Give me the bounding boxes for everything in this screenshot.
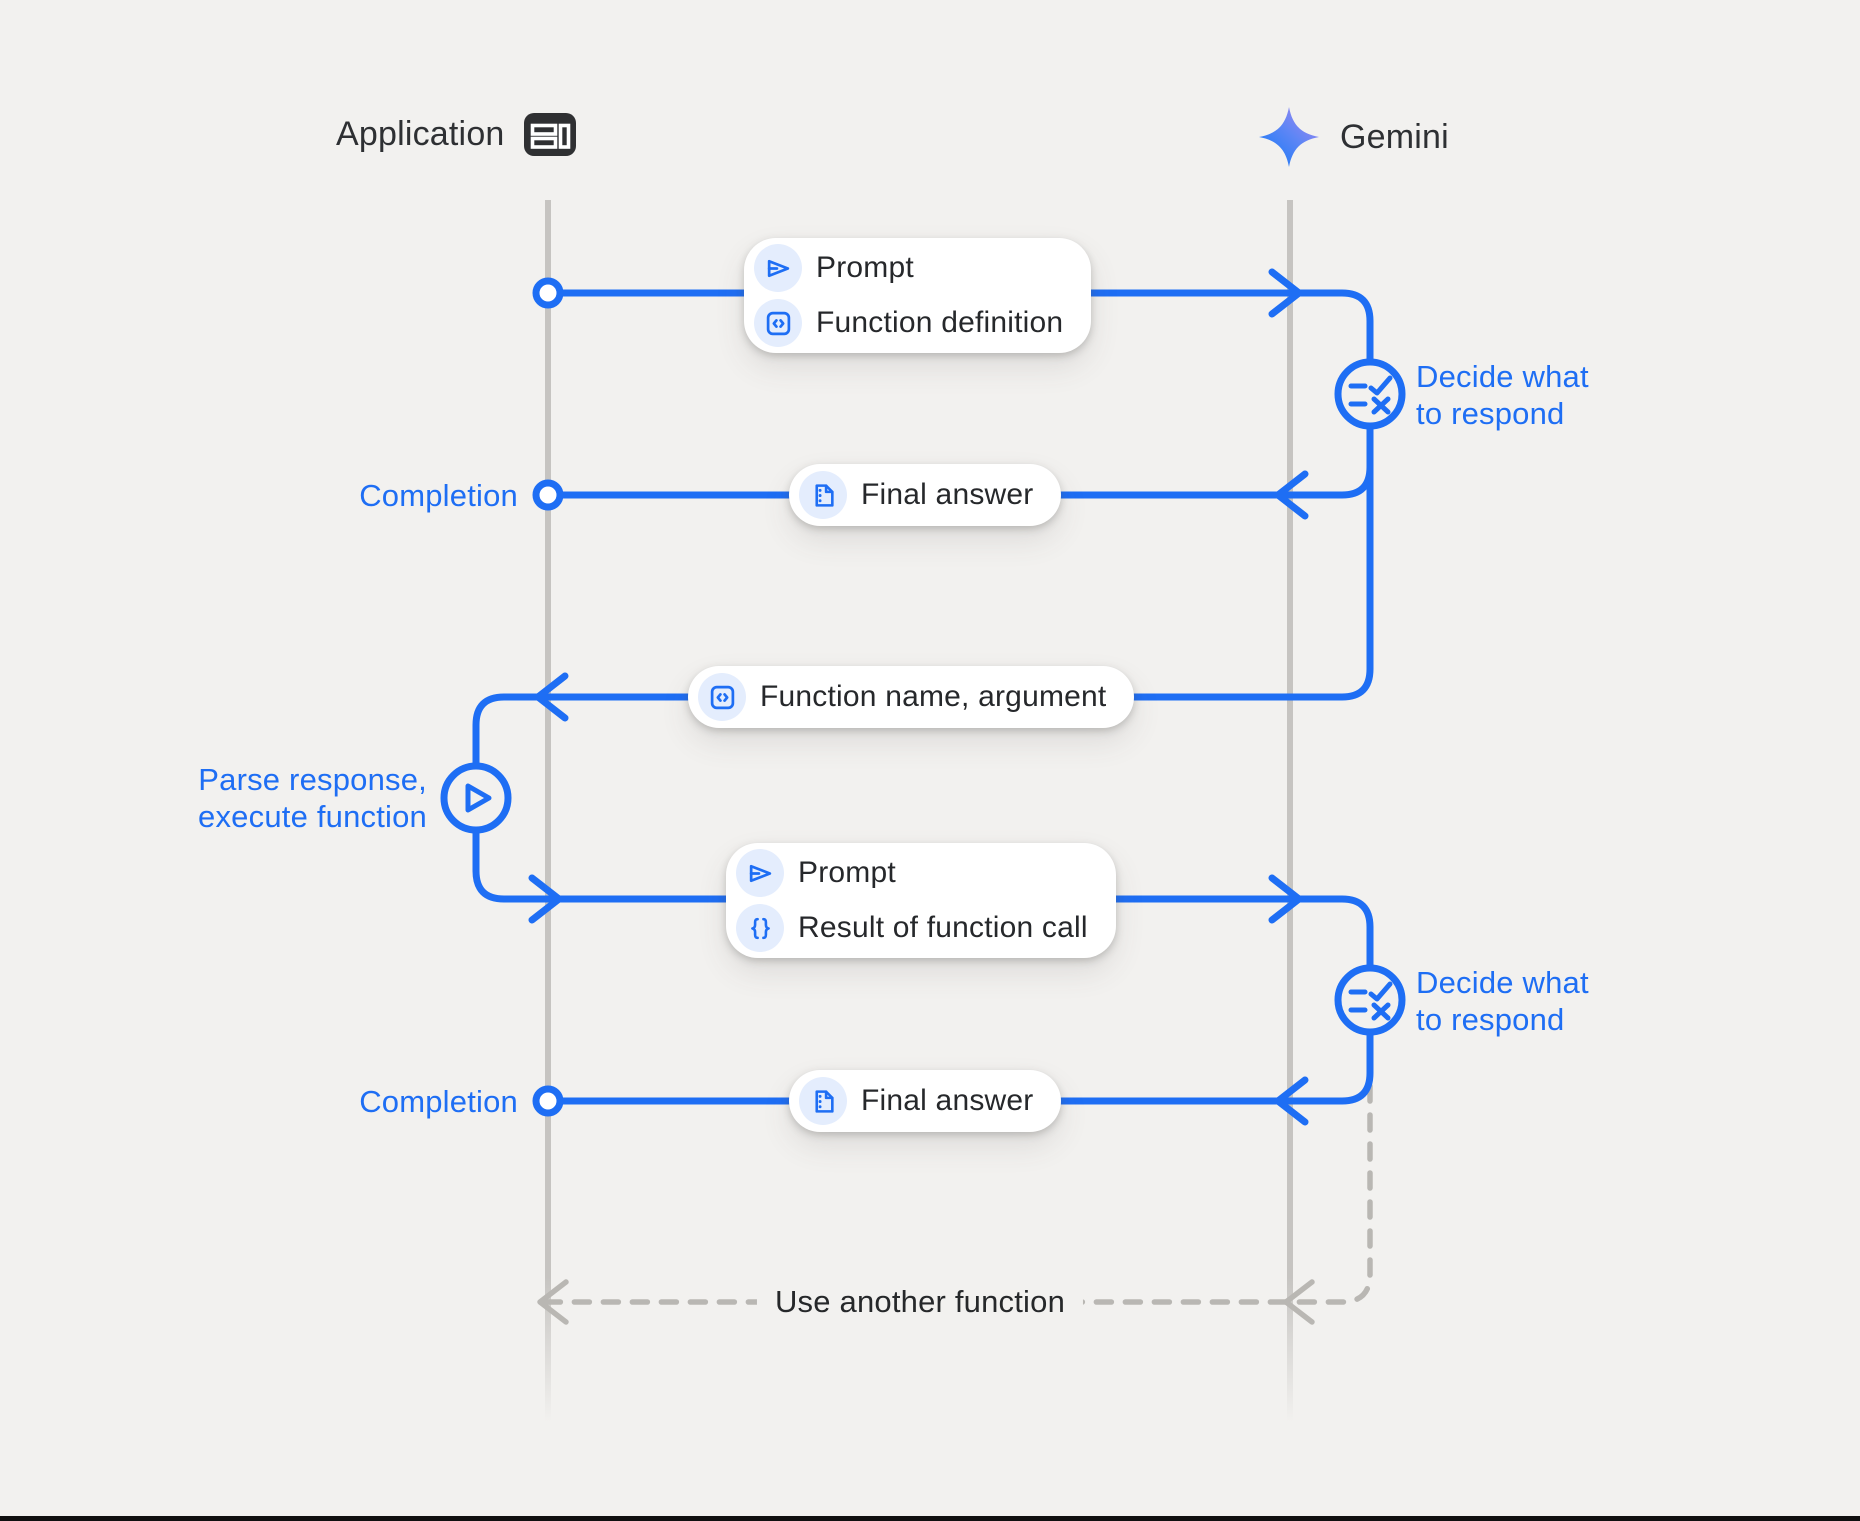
message-label: Result of function call (798, 911, 1088, 944)
document-icon (799, 1077, 847, 1125)
code-icon (698, 673, 746, 721)
gemini-star-icon (1259, 107, 1319, 167)
pill-row: Result of function call (736, 904, 1088, 952)
app-window-icon (523, 113, 576, 156)
pill-function-name: Function name, argument (688, 666, 1135, 728)
decide-node-1 (1334, 358, 1406, 430)
actor-application: Application (336, 112, 577, 157)
decide-checklist-icon (1348, 981, 1393, 1021)
arrowhead-prompt-result-gemini (1268, 874, 1303, 924)
bottom-edge-bar (0, 1516, 1860, 1521)
pill-final-answer-2: Final answer (789, 1070, 1062, 1132)
arrowhead-prompt-result-app (528, 874, 563, 924)
pill-prompt-definition: Prompt Function definition (744, 238, 1092, 353)
pill-row: Final answer (799, 471, 1033, 519)
pill-prompt-result: Prompt Result of function call (726, 843, 1116, 958)
arrowhead-final-answer-1 (1274, 470, 1309, 520)
application-label: Application (336, 115, 505, 153)
loop-dashed-line (542, 1083, 1373, 1305)
braces-icon (736, 904, 784, 952)
message-label: Final answer (861, 478, 1034, 511)
line-final-answer-1 (557, 463, 1374, 499)
arrowhead-final-answer-2 (1274, 1076, 1309, 1126)
loop-arrowhead-gemini (1283, 1279, 1315, 1325)
line-prompt-definition (557, 289, 1374, 366)
completion-label-1: Completion (359, 478, 518, 513)
pill-row: Final answer (799, 1077, 1033, 1125)
parse-execute-label: Parse response, execute function (198, 762, 427, 834)
pill-final-answer-1: Final answer (789, 464, 1062, 526)
decide-node-2 (1334, 964, 1406, 1036)
message-label: Function definition (816, 306, 1064, 339)
start-node-prompt (532, 277, 564, 309)
message-label: Final answer (861, 1084, 1034, 1117)
end-node-completion-1 (532, 479, 564, 511)
parse-execute-node (440, 762, 512, 834)
message-label: Function name, argument (760, 680, 1107, 713)
pill-row: Function name, argument (698, 673, 1106, 721)
document-icon (799, 471, 847, 519)
loop-arrowhead-application (537, 1279, 569, 1325)
arrowhead-function-name (534, 672, 569, 722)
end-node-completion-2 (532, 1085, 564, 1117)
use-another-function-label: Use another function (756, 1284, 1084, 1320)
gemini-label: Gemini (1340, 117, 1449, 156)
pill-row: Prompt (754, 244, 1063, 292)
send-icon (736, 849, 784, 897)
pill-row: Function definition (754, 299, 1063, 347)
send-icon (754, 244, 802, 292)
decide-label-1: Decide what to respond (1416, 359, 1589, 431)
message-label: Prompt (798, 856, 896, 889)
actor-gemini: Gemini (1256, 104, 1449, 170)
decide-checklist-icon (1348, 375, 1393, 415)
code-icon (754, 299, 802, 347)
message-label: Prompt (816, 251, 914, 284)
pill-row: Prompt (736, 849, 1088, 897)
decide-label-2: Decide what to respond (1416, 965, 1589, 1037)
completion-label-2: Completion (359, 1084, 518, 1119)
line-final-answer-2 (557, 1028, 1374, 1105)
arrowhead-prompt-definition (1268, 268, 1303, 318)
play-icon (465, 783, 492, 813)
